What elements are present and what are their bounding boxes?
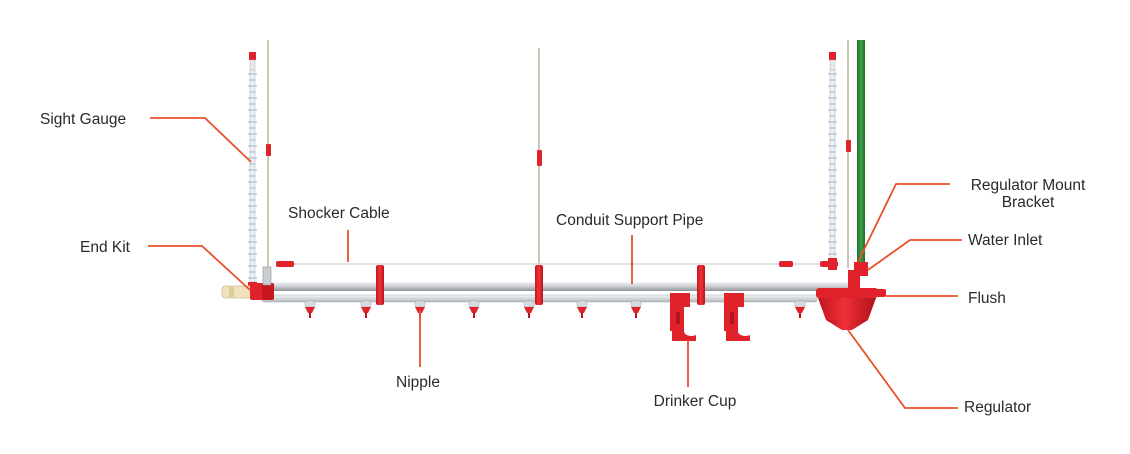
end-kit xyxy=(221,266,274,300)
drinker-cup-2 xyxy=(724,293,750,341)
nipple-drinker-icon xyxy=(468,300,480,318)
conduit-support-pipe xyxy=(262,282,856,291)
nipple-drinker-icon xyxy=(360,300,372,318)
label-nipple: Nipple xyxy=(396,374,440,391)
label-conduit-support-pipe: Conduit Support Pipe xyxy=(556,212,703,229)
nipple-drinker-icon xyxy=(630,300,642,318)
drinker-cup-1 xyxy=(670,293,696,341)
label-regulator-mount-bracket-2: Bracket xyxy=(1002,194,1055,211)
sight-gauge-left xyxy=(248,52,257,292)
label-water-inlet: Water Inlet xyxy=(968,232,1043,249)
leader-end-kit xyxy=(148,245,251,291)
water-inlet-pipe xyxy=(854,40,868,276)
label-sight-gauge: Sight Gauge xyxy=(40,111,126,128)
label-flush: Flush xyxy=(968,290,1006,307)
nipple-drinker-icon xyxy=(523,300,535,318)
leader-water-inlet xyxy=(867,239,962,271)
sight-gauge-right xyxy=(828,52,837,270)
shocker-cable xyxy=(276,261,838,267)
leader-regulator-mount-bracket xyxy=(857,183,950,263)
hanger-clips xyxy=(266,140,851,166)
label-regulator-mount-bracket-1: Regulator Mount xyxy=(971,177,1086,194)
nipple-drinker-icon xyxy=(794,300,806,318)
nipple-drinker-icon xyxy=(576,300,588,318)
labels: Sight Gauge Shocker Cable Conduit Suppor… xyxy=(40,111,1086,416)
nipple-drinker-icon xyxy=(304,300,316,318)
regulator xyxy=(816,270,886,330)
hanger-rods xyxy=(267,40,849,290)
label-end-kit: End Kit xyxy=(80,239,131,256)
leader-sight-gauge xyxy=(150,117,252,163)
label-regulator: Regulator xyxy=(964,399,1031,416)
pipe-saddle-clamps xyxy=(376,265,705,305)
leader-lines xyxy=(148,117,962,409)
label-shocker-cable: Shocker Cable xyxy=(288,205,390,222)
label-drinker-cup: Drinker Cup xyxy=(654,393,737,410)
leader-regulator xyxy=(847,329,958,409)
